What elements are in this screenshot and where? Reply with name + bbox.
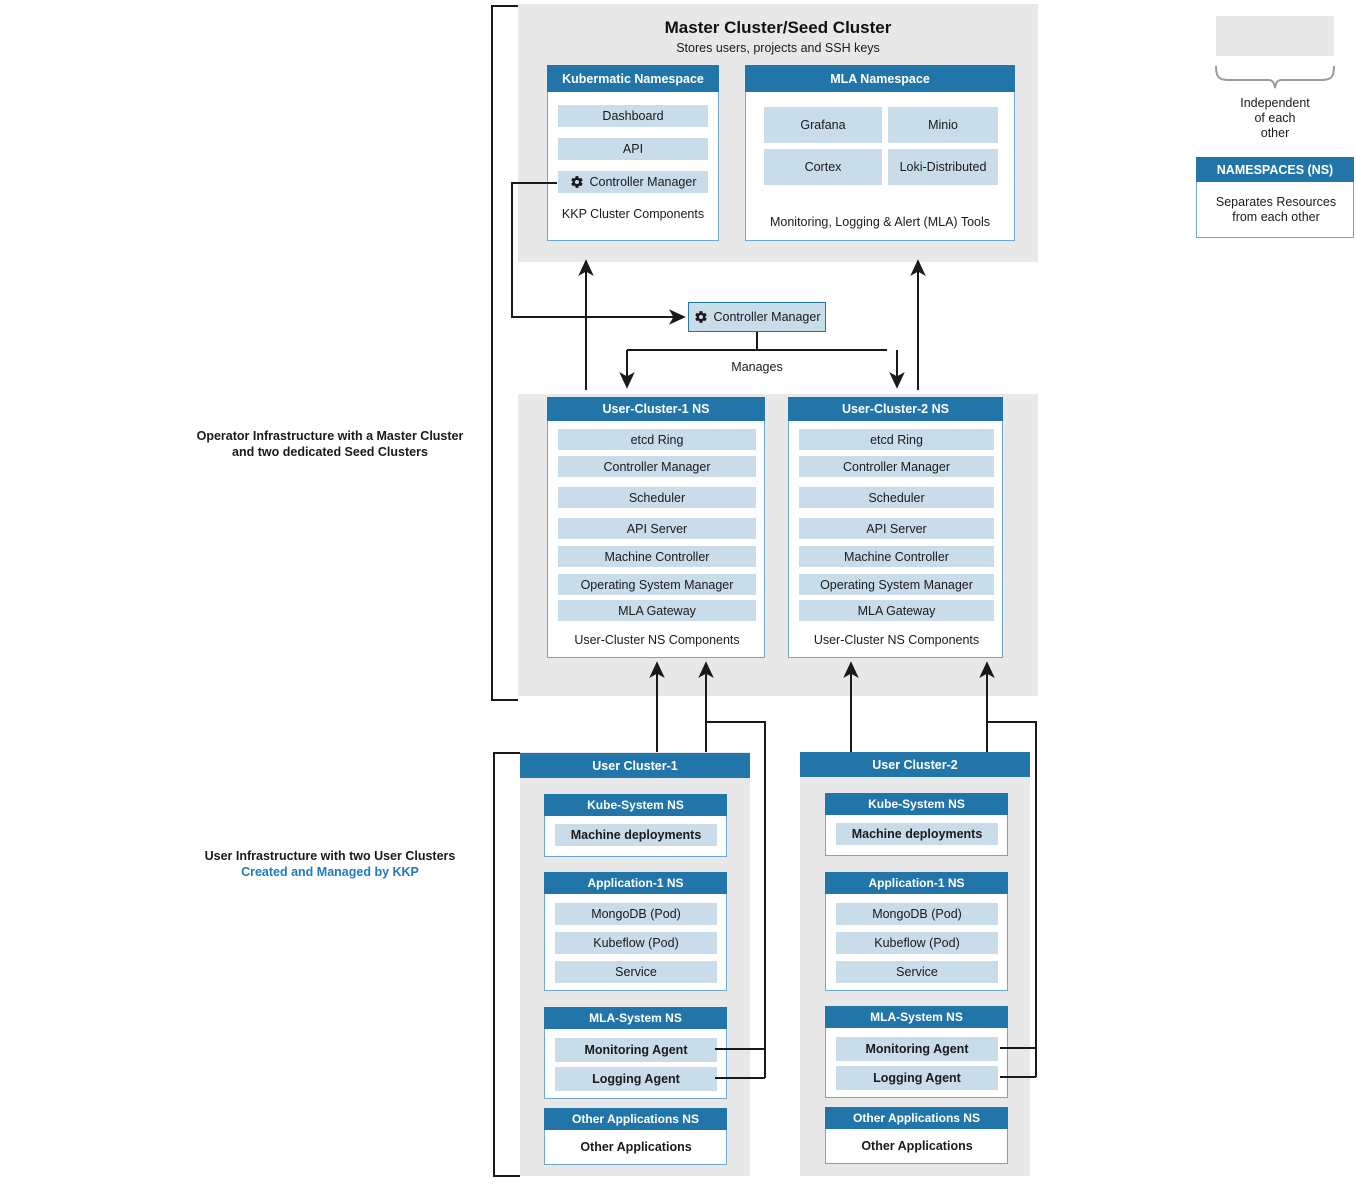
uc2-mla-system-ns-header: MLA-System NS (825, 1006, 1008, 1028)
uc2-kube-system-ns-panel: Kube-System NS Machine deployments (825, 793, 1008, 856)
uc1-machine-deployments[interactable]: Machine deployments (555, 824, 717, 846)
uc2-mla-system-ns-panel: MLA-System NS Monitoring Agent Logging A… (825, 1006, 1008, 1098)
kubermatic-namespace-panel: Kubermatic Namespace Dashboard API Contr… (547, 65, 719, 241)
legend-namespaces-header: NAMESPACES (NS) (1196, 157, 1354, 182)
kubermatic-item-controller-manager-label: Controller Manager (589, 175, 697, 189)
uc1-item-machine-controller[interactable]: Machine Controller (558, 546, 756, 567)
uc1-other-applications-ns-header: Other Applications NS (544, 1108, 727, 1130)
uc2-machine-deployments[interactable]: Machine deployments (836, 823, 998, 845)
legend-namespaces-line2: from each other (1232, 210, 1320, 224)
gear-icon (570, 175, 584, 189)
legend-independent-text: Independent of each other (1205, 96, 1345, 141)
uc2-other-applications-ns-panel: Other Applications NS Other Applications (825, 1107, 1008, 1164)
uc1-app-kubeflow-pod[interactable]: Kubeflow (Pod) (555, 932, 717, 954)
mla-namespace-panel: MLA Namespace Grafana Minio Cortex Loki-… (745, 65, 1015, 241)
uc2-logging-agent[interactable]: Logging Agent (836, 1066, 998, 1090)
operator-infrastructure-line1: Operator Infrastructure with a Master Cl… (196, 429, 464, 443)
operator-infrastructure-line2: and two dedicated Seed Clusters (232, 445, 428, 459)
legend-independent-swatch (1216, 16, 1334, 56)
mla-namespace-header: MLA Namespace (745, 65, 1015, 92)
legend-independent-line2: of each (1254, 111, 1296, 125)
uc1-other-applications-footer: Other Applications (580, 1140, 692, 1154)
user-cluster-2-header: User Cluster-2 (800, 752, 1030, 777)
user-infrastructure-label: User Infrastructure with two User Cluste… (180, 848, 480, 880)
legend-namespaces-text: Separates Resources from each other (1203, 195, 1349, 225)
uc2-item-etcd-ring[interactable]: etcd Ring (799, 429, 994, 450)
user-cluster-1-ns-panel: etcd Ring Controller Manager Scheduler A… (547, 421, 765, 658)
uc1-item-api-server[interactable]: API Server (558, 518, 756, 539)
uc2-other-applications-footer: Other Applications (861, 1139, 973, 1153)
uc2-kube-system-ns-header: Kube-System NS (825, 793, 1008, 815)
legend-independent-line3: other (1260, 126, 1290, 140)
uc1-kube-system-ns-header: Kube-System NS (544, 794, 727, 816)
user-cluster-2-ns-header: User-Cluster-2 NS (788, 397, 1003, 421)
uc1-item-controller-manager[interactable]: Controller Manager (558, 456, 756, 477)
uc2-item-machine-controller[interactable]: Machine Controller (799, 546, 994, 567)
uc2-monitoring-agent[interactable]: Monitoring Agent (836, 1037, 998, 1061)
uc2-app-kubeflow-pod[interactable]: Kubeflow (Pod) (836, 932, 998, 954)
uc1-monitoring-agent[interactable]: Monitoring Agent (555, 1038, 717, 1062)
mla-item-loki-distributed[interactable]: Loki-Distributed (888, 149, 998, 185)
uc2-app-mongodb-pod[interactable]: MongoDB (Pod) (836, 903, 998, 925)
operator-bracket (491, 5, 518, 701)
manages-label: Manages (712, 358, 802, 376)
uc1-kube-system-ns-panel: Kube-System NS Machine deployments (544, 794, 727, 857)
user-cluster-2-ns-panel: etcd Ring Controller Manager Scheduler A… (788, 421, 1003, 658)
uc1-item-etcd-ring[interactable]: etcd Ring (558, 429, 756, 450)
kubermatic-namespace-header: Kubermatic Namespace (547, 65, 719, 92)
mla-item-minio[interactable]: Minio (888, 107, 998, 143)
uc2-other-applications-ns-header: Other Applications NS (825, 1107, 1008, 1129)
uc2-app-service[interactable]: Service (836, 961, 998, 983)
uc1-item-mla-gateway[interactable]: MLA Gateway (558, 600, 756, 621)
uc1-app-mongodb-pod[interactable]: MongoDB (Pod) (555, 903, 717, 925)
operator-infrastructure-label: Operator Infrastructure with a Master Cl… (180, 428, 480, 460)
user-bracket (493, 752, 520, 1177)
uc1-other-applications-ns-panel: Other Applications NS Other Applications (544, 1108, 727, 1165)
user-cluster-1-ns-header: User-Cluster-1 NS (547, 397, 765, 421)
legend-independent-line1: Independent (1240, 96, 1310, 110)
uc2-item-operating-system-manager[interactable]: Operating System Manager (799, 574, 994, 595)
user-infrastructure-line2: Created and Managed by KKP (241, 865, 419, 879)
kubermatic-item-api[interactable]: API (558, 138, 708, 160)
mla-item-grafana[interactable]: Grafana (764, 107, 882, 143)
gear-icon (694, 310, 708, 324)
user-cluster-2-ns-footer: User-Cluster NS Components (813, 633, 980, 647)
uc2-application-1-ns-header: Application-1 NS (825, 872, 1008, 894)
uc2-item-scheduler[interactable]: Scheduler (799, 487, 994, 508)
kubermatic-item-controller-manager[interactable]: Controller Manager (558, 171, 708, 193)
uc1-app-service[interactable]: Service (555, 961, 717, 983)
user-cluster-1-ns-footer: User-Cluster NS Components (574, 633, 740, 647)
uc1-logging-agent[interactable]: Logging Agent (555, 1067, 717, 1091)
central-controller-manager-label: Controller Manager (713, 310, 821, 324)
mla-namespace-footer: Monitoring, Logging & Alert (MLA) Tools (769, 215, 991, 229)
user-infrastructure-line1: User Infrastructure with two User Cluste… (204, 849, 456, 863)
mla-item-cortex[interactable]: Cortex (764, 149, 882, 185)
uc1-item-scheduler[interactable]: Scheduler (558, 487, 756, 508)
uc1-item-operating-system-manager[interactable]: Operating System Manager (558, 574, 756, 595)
uc2-item-api-server[interactable]: API Server (799, 518, 994, 539)
central-controller-manager[interactable]: Controller Manager (688, 302, 826, 332)
legend-namespaces-line1: Separates Resources (1215, 195, 1337, 209)
uc2-item-controller-manager[interactable]: Controller Manager (799, 456, 994, 477)
uc1-application-1-ns-header: Application-1 NS (544, 872, 727, 894)
master-cluster-subtitle: Stores users, projects and SSH keys (676, 41, 880, 55)
uc2-application-1-ns-panel: Application-1 NS MongoDB (Pod) Kubeflow … (825, 872, 1008, 991)
legend-brace (1215, 65, 1335, 89)
uc1-mla-system-ns-header: MLA-System NS (544, 1007, 727, 1029)
uc2-item-mla-gateway[interactable]: MLA Gateway (799, 600, 994, 621)
uc1-mla-system-ns-panel: MLA-System NS Monitoring Agent Logging A… (544, 1007, 727, 1099)
kubermatic-item-dashboard[interactable]: Dashboard (558, 105, 708, 127)
kubermatic-namespace-footer: KKP Cluster Components (561, 207, 705, 221)
master-cluster-title: Master Cluster/Seed Cluster (664, 18, 892, 37)
user-cluster-1-header: User Cluster-1 (520, 753, 750, 778)
uc1-application-1-ns-panel: Application-1 NS MongoDB (Pod) Kubeflow … (544, 872, 727, 991)
legend-namespaces-panel: Separates Resources from each other (1196, 182, 1354, 238)
